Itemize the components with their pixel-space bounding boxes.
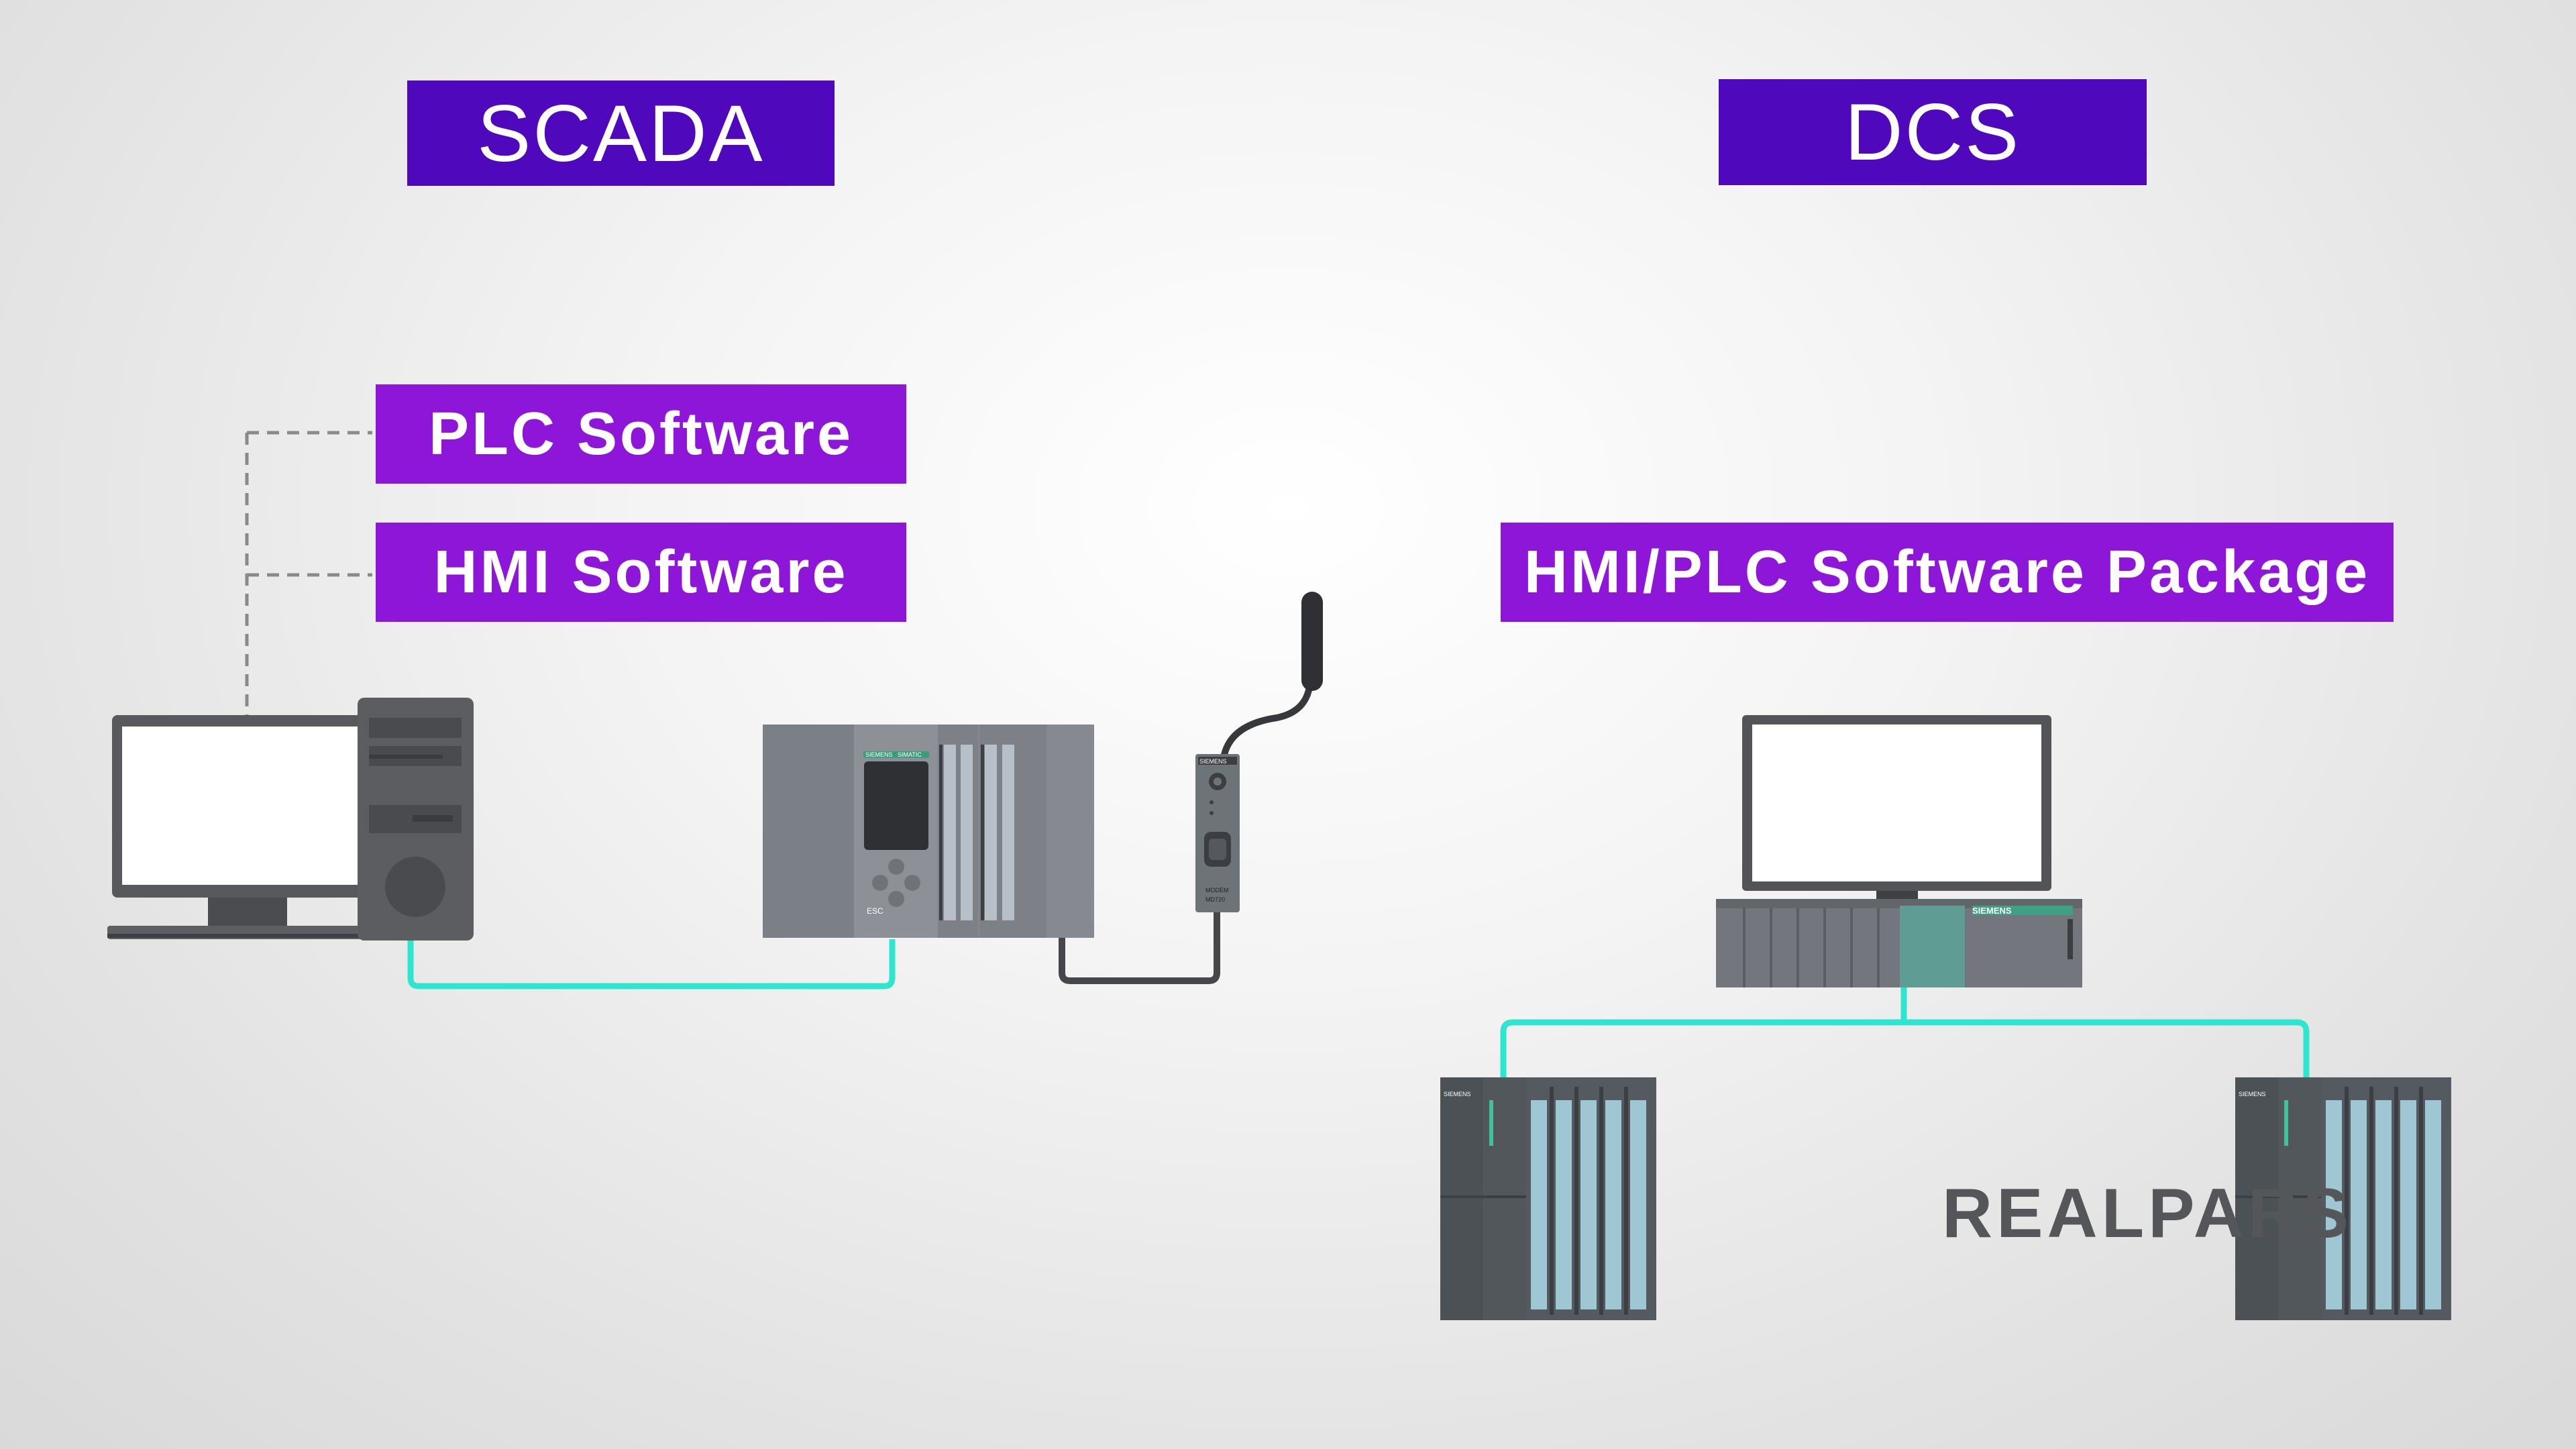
plc-navigation-keys: [872, 859, 920, 907]
plc-product-text: SIMATIC: [898, 751, 922, 758]
modem-brand-text: SIEMENS: [1199, 758, 1227, 765]
io-rack-right-brand-text: SIEMENS: [2239, 1091, 2266, 1097]
modem-model-number: MD720: [1205, 896, 1225, 903]
modem-model-text: MODEM: [1205, 887, 1229, 894]
dcs-io-rack-right: [2235, 1077, 2451, 1320]
dcs-controller-rack: [1716, 899, 2082, 987]
plc-modem-cable: [1059, 912, 1220, 984]
monitor-icon: [1742, 715, 2051, 900]
scada-plc: [763, 724, 1094, 938]
plc-esc-key-label: ESC: [867, 906, 883, 916]
plc-software-label: PLC Software: [376, 384, 906, 484]
dcs-title: DCS: [1719, 79, 2147, 185]
hmi-plc-software-package-label: HMI/PLC Software Package: [1501, 523, 2394, 622]
monitor-icon: [107, 715, 376, 939]
scada-computer: [107, 698, 474, 941]
hmi-software-label: HMI Software: [376, 523, 906, 622]
dcs-controller-brand-text: SIEMENS: [1972, 906, 2012, 916]
pc-tower-icon: [358, 698, 474, 941]
scada-title: SCADA: [407, 80, 835, 186]
software-connector-lines: [245, 431, 372, 716]
plc-brand-text: SIEMENS: [865, 751, 893, 758]
io-rack-left-brand-text: SIEMENS: [1444, 1091, 1471, 1097]
realpars-logo: REALPARS: [1942, 1175, 2353, 1252]
dcs-io-rack-left: [1440, 1077, 1656, 1320]
dcs-network-bus: [1500, 987, 2310, 1080]
dcs-operator-station: [1716, 715, 2082, 987]
scada-ethernet-cable: [407, 939, 896, 989]
modem-icon: [1195, 592, 1323, 912]
